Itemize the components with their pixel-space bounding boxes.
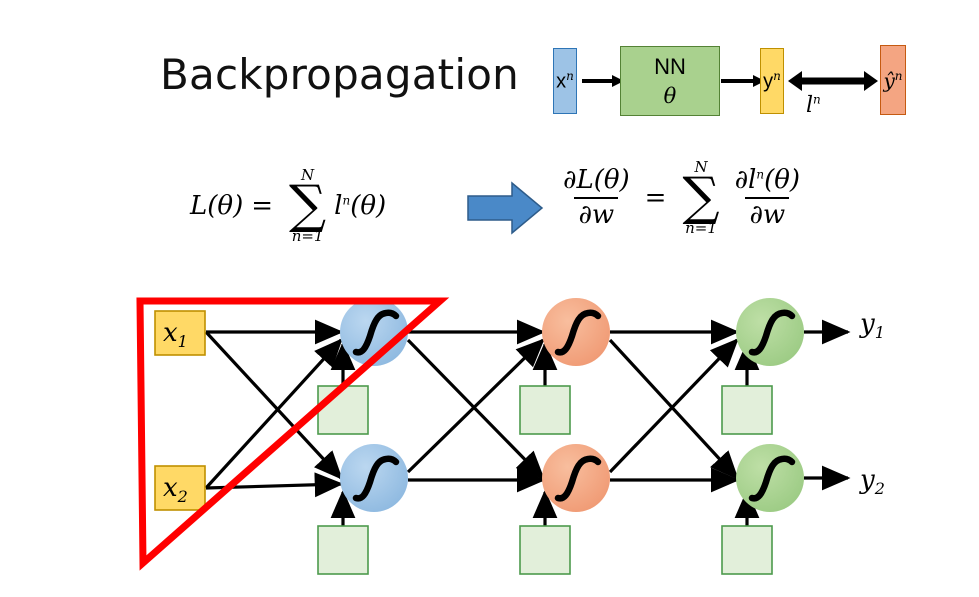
input-label-x2-subscript: 2 — [177, 487, 188, 507]
bias-box — [317, 525, 369, 575]
bias-arrows — [330, 341, 760, 528]
edges-hidden1-to-hidden2 — [406, 319, 546, 493]
equation-gradient-lhs-fraction: ∂L(θ) ∂w — [559, 164, 634, 230]
equation-gradient-summation: N ∑ n=1 — [682, 160, 719, 236]
equation-loss-sum-lower: n=1 — [291, 226, 324, 245]
right-block-arrow — [467, 181, 544, 235]
pipeline-loss-double-arrow — [788, 71, 878, 91]
pipeline-arrow-input-to-model — [582, 75, 624, 87]
pipeline-target-label: ŷn — [883, 68, 903, 93]
pipeline-output-superscript: n — [773, 69, 781, 84]
input-box-x1 — [154, 310, 206, 356]
equation-loss-lhs: L(θ) — [190, 190, 244, 221]
pipeline-model-label-top: NN — [654, 54, 686, 79]
pipeline-loss-label: ln — [806, 92, 821, 118]
pipeline-target-superscript: n — [894, 68, 903, 83]
sigmoid-icon — [352, 309, 400, 356]
equation-gradient-rhs-numerator: ∂ln(θ) — [734, 164, 801, 195]
equation-loss-rhs-arg: (θ) — [350, 190, 387, 221]
input-boxes — [154, 310, 206, 511]
equation-loss-summation: N ∑ n=1 — [289, 168, 326, 244]
input-box-x2 — [154, 465, 206, 511]
bias-box — [519, 525, 571, 575]
red-triangle-highlight — [136, 297, 450, 571]
sigmoid-icon — [748, 455, 796, 502]
sigmoid-icon — [554, 309, 602, 356]
equation-loss-sum-symbol: ∑ — [289, 175, 327, 235]
hidden-layer-2-neurons — [542, 298, 610, 512]
sigmoid-icon — [352, 455, 400, 502]
sigmoid-icon — [554, 455, 602, 502]
equation-loss-sum-upper: N — [301, 166, 315, 184]
output-label-y2: y2 — [860, 465, 885, 499]
pipeline-input-superscript: n — [566, 69, 574, 84]
edges-hidden2-to-output — [608, 319, 740, 493]
sigmoid-icon — [748, 309, 796, 356]
equation-gradient-rhs-fraction: ∂ln(θ) ∂w — [731, 164, 804, 230]
output-layer-neurons — [736, 298, 804, 512]
equation-gradient-rhs-superscript: n — [756, 167, 765, 182]
equation-loss-rhs: ln(θ) — [334, 190, 387, 221]
output-label-y1: y1 — [860, 309, 885, 343]
pipeline-model-block: NN θ — [620, 46, 720, 116]
pipeline-loss-superscript: n — [813, 92, 821, 107]
bias-box — [721, 385, 773, 435]
equation-gradient-rhs-arg: (θ) — [764, 164, 801, 195]
bias-box — [519, 385, 571, 435]
pipeline-model-label-bottom: θ — [663, 84, 677, 108]
input-label-x1-subscript: 1 — [177, 332, 188, 352]
input-label-x1: x1 — [163, 318, 188, 352]
pipeline-input-block: xn — [553, 48, 577, 114]
input-label-x2: x2 — [163, 473, 188, 507]
output-label-y1-subscript: 1 — [874, 323, 885, 343]
bias-box — [317, 385, 369, 435]
pipeline-output-label: yn — [763, 69, 781, 93]
equation-gradient-sum-upper: N — [694, 158, 708, 176]
pipeline-target-block: ŷn — [880, 45, 906, 115]
pipeline-arrow-model-to-output — [721, 75, 765, 87]
output-arrows — [804, 319, 851, 491]
equation-gradient: ∂L(θ) ∂w = N ∑ n=1 ∂ln(θ) ∂w — [556, 160, 807, 236]
bias-box — [721, 525, 773, 575]
equation-loss-rhs-superscript: n — [342, 193, 351, 208]
equation-gradient-sum-symbol: ∑ — [682, 167, 720, 227]
pipeline-input-label: xn — [556, 69, 574, 93]
pipeline-output-block: yn — [760, 48, 784, 114]
equation-loss: L(θ) = N ∑ n=1 ln(θ) — [190, 168, 386, 244]
equation-loss-equals: = — [251, 190, 274, 221]
equation-gradient-lhs-denominator: ∂w — [574, 196, 619, 230]
output-label-y2-subscript: 2 — [874, 479, 885, 499]
equation-gradient-rhs-denominator: ∂w — [745, 196, 790, 230]
equation-gradient-equals: = — [644, 182, 667, 213]
bias-boxes — [317, 385, 773, 575]
equation-gradient-lhs-numerator: ∂L(θ) — [563, 164, 630, 195]
equation-gradient-sum-lower: n=1 — [685, 218, 717, 237]
page-title: Backpropagation — [160, 50, 519, 99]
hidden-layer-1-neurons — [340, 298, 408, 512]
